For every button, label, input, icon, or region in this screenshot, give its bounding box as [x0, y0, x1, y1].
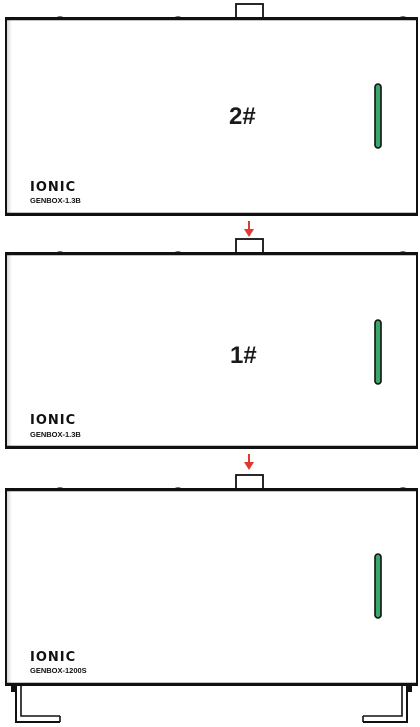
- top-connector-tab: [236, 475, 263, 490]
- battery-module-2: 2# IONIC GENBOX-1.3B: [6, 4, 417, 215]
- base-controller-module: IONIC GENBOX-1200S: [6, 475, 417, 722]
- unit-number-label: 1#: [230, 342, 257, 369]
- model-label: GENBOX-1.3B: [30, 430, 81, 439]
- brand-logo: IONIC: [30, 413, 76, 428]
- battery-module-1: 1# IONIC GENBOX-1.3B: [6, 239, 417, 448]
- right-foot: [363, 684, 412, 722]
- status-led-bar: [375, 84, 381, 148]
- down-arrow-icon: [244, 221, 254, 237]
- top-connector-tab: [236, 4, 263, 19]
- left-foot: [11, 684, 60, 722]
- top-connector-tab: [236, 239, 263, 254]
- down-arrow-icon: [244, 454, 254, 470]
- status-led-bar: [375, 554, 381, 618]
- model-label: GENBOX-1200S: [30, 666, 87, 675]
- brand-logo: IONIC: [30, 180, 76, 195]
- unit-number-label: 2#: [229, 103, 256, 130]
- status-led-bar: [375, 320, 381, 384]
- brand-logo: IONIC: [30, 650, 76, 665]
- model-label: GENBOX-1.3B: [30, 196, 81, 205]
